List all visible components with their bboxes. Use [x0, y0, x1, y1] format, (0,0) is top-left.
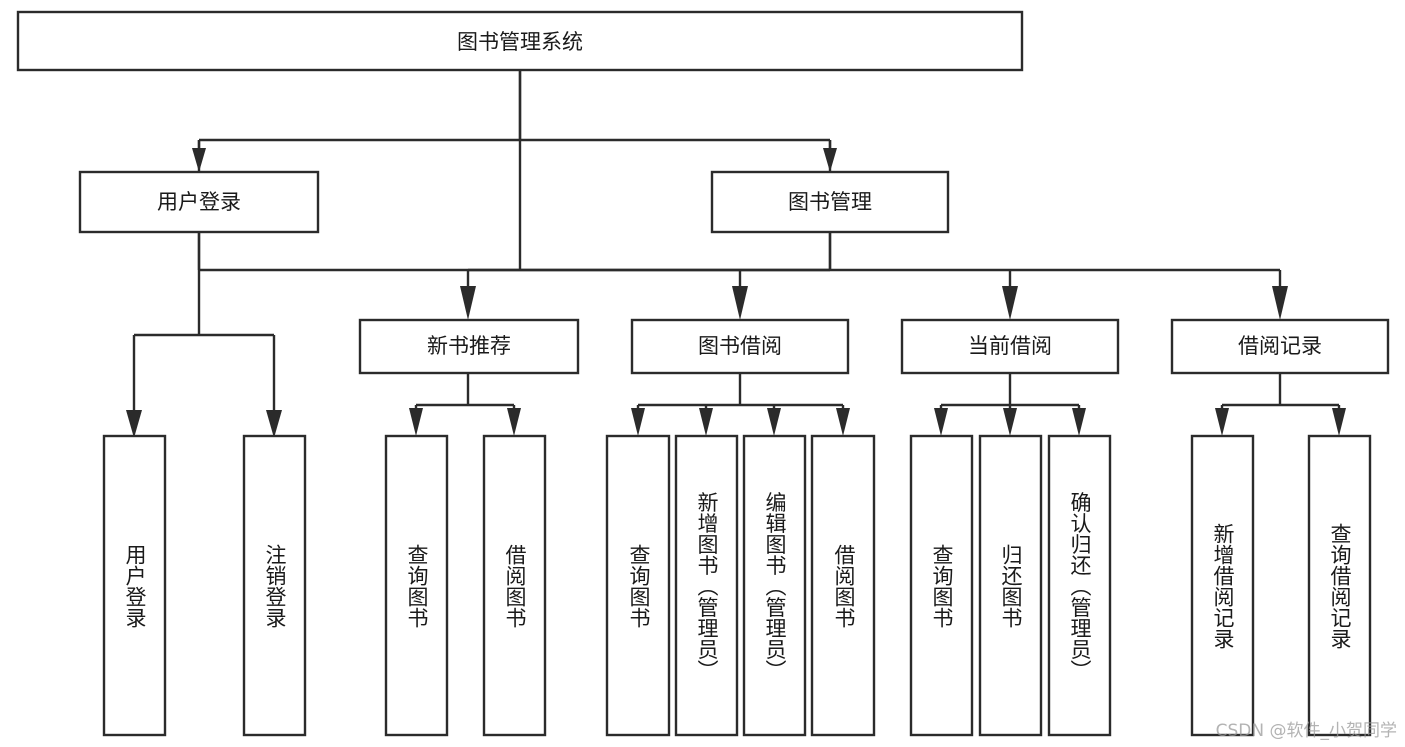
- arrowhead-book-borrow: [732, 286, 748, 320]
- node-user-login-label: 用户登录: [157, 190, 241, 214]
- node-new-book-rec-label: 新书推荐: [427, 334, 511, 358]
- node-borrow-record-label: 借阅记录: [1238, 334, 1322, 358]
- node-book-borrow[interactable]: 图书借阅: [630, 318, 850, 375]
- arrowhead-leaf-borrow-do: [836, 408, 850, 436]
- node-user-login-box[interactable]: [78, 170, 320, 234]
- node-leaf-rec-add-label: 新增借阅记录: [1211, 523, 1235, 649]
- arrowhead-leaf-rec-add: [1215, 408, 1229, 436]
- node-leaf-borrow-do-box[interactable]: [810, 434, 876, 737]
- node-current-borrow-box[interactable]: [900, 318, 1120, 375]
- node-book-manage-label: 图书管理: [788, 190, 872, 214]
- node-borrow-record[interactable]: 借阅记录: [1170, 318, 1390, 375]
- arrowhead-leaf-user-logout: [266, 410, 282, 438]
- node-leaf-user-login[interactable]: 用户登录: [102, 434, 167, 737]
- node-leaf-rec-borrow[interactable]: 借阅图书: [482, 434, 547, 737]
- node-leaf-rec-borrow-label: 借阅图书: [503, 544, 527, 628]
- node-leaf-rec-search-label: 查询借阅记录: [1328, 523, 1352, 649]
- node-leaf-rec-query-label: 查询图书: [405, 544, 429, 628]
- node-book-manage-box[interactable]: [710, 170, 950, 234]
- arrowhead-user-login: [192, 148, 206, 172]
- node-leaf-cur-query[interactable]: 查询图书: [909, 434, 974, 737]
- node-leaf-rec-add-box[interactable]: [1190, 434, 1255, 737]
- node-borrow-record-box[interactable]: [1170, 318, 1390, 375]
- arrowhead-leaf-rec-query: [409, 408, 423, 436]
- node-leaf-user-login-label: 用户登录: [123, 544, 147, 628]
- node-leaf-rec-search[interactable]: 查询借阅记录: [1307, 434, 1372, 737]
- node-book-borrow-label: 图书借阅: [698, 334, 782, 358]
- node-leaf-cur-query-box[interactable]: [909, 434, 974, 737]
- arrowhead-leaf-cur-confirm: [1072, 408, 1086, 436]
- node-current-borrow-label: 当前借阅: [968, 334, 1052, 358]
- node-leaf-borrow-add-box[interactable]: [674, 434, 739, 737]
- node-leaf-rec-query[interactable]: 查询图书: [384, 434, 449, 737]
- node-leaf-rec-search-box[interactable]: [1307, 434, 1372, 737]
- node-leaf-rec-add[interactable]: 新增借阅记录: [1190, 434, 1255, 737]
- arrowhead-leaf-cur-return: [1003, 408, 1017, 436]
- node-leaf-cur-confirm-box[interactable]: [1047, 434, 1112, 737]
- arrowhead-borrow-record: [1272, 286, 1288, 320]
- node-leaf-borrow-query[interactable]: 查询图书: [605, 434, 671, 737]
- node-root-box[interactable]: [16, 10, 1024, 72]
- connector-group: [126, 70, 1346, 438]
- node-leaf-rec-borrow-box[interactable]: [482, 434, 547, 737]
- node-leaf-borrow-query-label: 查询图书: [627, 544, 651, 628]
- arrowhead-leaf-borrow-edit: [767, 408, 781, 436]
- arrowhead-leaf-rec-search: [1332, 408, 1346, 436]
- node-leaf-borrow-edit-label: 编辑图书（管理员）: [763, 492, 787, 681]
- arrowhead-current-borrow: [1002, 286, 1018, 320]
- node-root-label: 图书管理系统: [457, 30, 583, 54]
- node-leaf-borrow-query-box[interactable]: [605, 434, 671, 737]
- node-book-borrow-box[interactable]: [630, 318, 850, 375]
- node-leaf-cur-query-label: 查询图书: [930, 544, 954, 628]
- arrowhead-new-book-rec: [460, 286, 476, 320]
- arrowhead-leaf-borrow-query: [631, 408, 645, 436]
- node-current-borrow[interactable]: 当前借阅: [900, 318, 1120, 375]
- node-leaf-borrow-edit-box[interactable]: [742, 434, 807, 737]
- arrowhead-book-manage: [823, 148, 837, 172]
- node-leaf-user-logout-box[interactable]: [242, 434, 307, 737]
- node-leaf-user-logout-label: 注销登录: [263, 544, 287, 628]
- node-user-login[interactable]: 用户登录: [78, 170, 320, 234]
- node-leaf-cur-return[interactable]: 归还图书: [978, 434, 1043, 737]
- node-leaf-user-logout[interactable]: 注销登录: [242, 434, 307, 737]
- node-leaf-borrow-do-label: 借阅图书: [832, 544, 856, 628]
- arrowhead-leaf-borrow-add: [699, 408, 713, 436]
- node-leaf-borrow-edit[interactable]: 编辑图书（管理员）: [742, 434, 807, 737]
- node-leaf-cur-confirm-label: 确认归还（管理员）: [1068, 492, 1092, 681]
- node-leaf-cur-return-label: 归还图书: [999, 544, 1023, 628]
- node-leaf-rec-query-box[interactable]: [384, 434, 449, 737]
- arrowhead-leaf-cur-query: [934, 408, 948, 436]
- node-leaf-borrow-do[interactable]: 借阅图书: [810, 434, 876, 737]
- node-new-book-rec[interactable]: 新书推荐: [358, 318, 580, 375]
- node-book-manage[interactable]: 图书管理: [710, 170, 950, 234]
- node-leaf-cur-confirm[interactable]: 确认归还（管理员）: [1047, 434, 1112, 737]
- node-new-book-rec-box[interactable]: [358, 318, 580, 375]
- node-leaf-user-login-box[interactable]: [102, 434, 167, 737]
- node-leaf-cur-return-box[interactable]: [978, 434, 1043, 737]
- node-leaf-borrow-add-label: 新增图书（管理员）: [695, 492, 719, 681]
- node-root[interactable]: 图书管理系统: [16, 10, 1024, 72]
- node-leaf-borrow-add[interactable]: 新增图书（管理员）: [674, 434, 739, 737]
- arrowhead-leaf-user-login: [126, 410, 142, 438]
- arrowhead-leaf-rec-borrow: [507, 408, 521, 436]
